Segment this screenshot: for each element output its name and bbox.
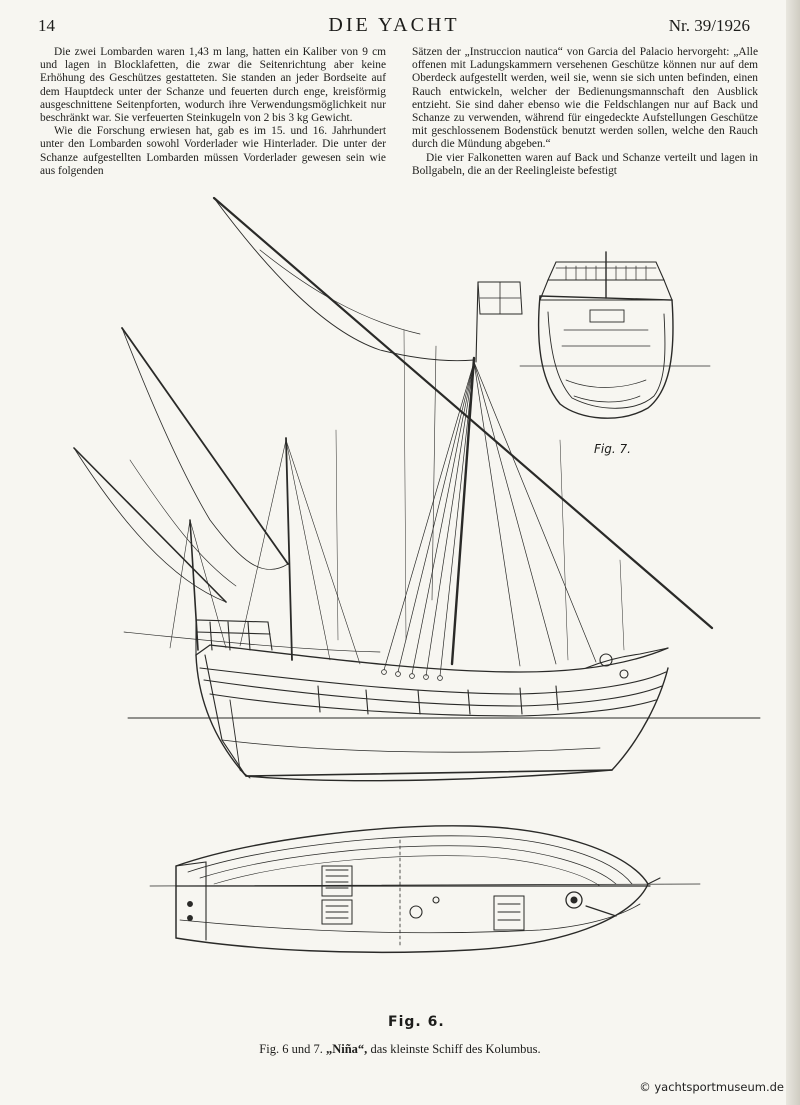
caption-prefix: Fig. 6 und 7. bbox=[259, 1042, 323, 1056]
paragraph: Sätzen der „Instruccion nautica“ von Gar… bbox=[412, 46, 758, 151]
issue-number: Nr. 39/1926 bbox=[668, 16, 750, 35]
fig6-label: Fig. 6. bbox=[388, 1014, 445, 1030]
caption-text: das kleinste Schiff des Kolumbus. bbox=[370, 1042, 541, 1056]
page-number: 14 bbox=[38, 16, 55, 35]
watermark: © yachtsportmuseum.de bbox=[639, 1080, 784, 1094]
right-text-column: Sätzen der „Instruccion nautica“ von Gar… bbox=[412, 46, 758, 178]
fig7-label: Fig. 7. bbox=[594, 442, 631, 456]
figure-caption: Fig. 6 und 7. „Niña“, das kleinste Schif… bbox=[0, 1042, 800, 1057]
ship-plan-view bbox=[149, 825, 701, 954]
left-text-column: Die zwei Lombarden waren 1,43 m lang, ha… bbox=[40, 46, 386, 178]
caption-ship-name: „Niña“, bbox=[325, 1042, 368, 1056]
ship-side-elevation bbox=[73, 196, 761, 782]
paragraph: Die zwei Lombarden waren 1,43 m lang, ha… bbox=[40, 46, 386, 125]
journal-title: DIE YACHT bbox=[328, 14, 460, 36]
page-edge-shadow bbox=[786, 0, 800, 1105]
page-header: 14 DIE YACHT Nr. 39/1926 bbox=[38, 14, 750, 42]
stern-view-drawing bbox=[519, 251, 711, 419]
paragraph: Die vier Falkonetten waren auf Back und … bbox=[412, 151, 758, 177]
paragraph: Wie die Forschung erwiesen hat, gab es i… bbox=[40, 125, 386, 177]
